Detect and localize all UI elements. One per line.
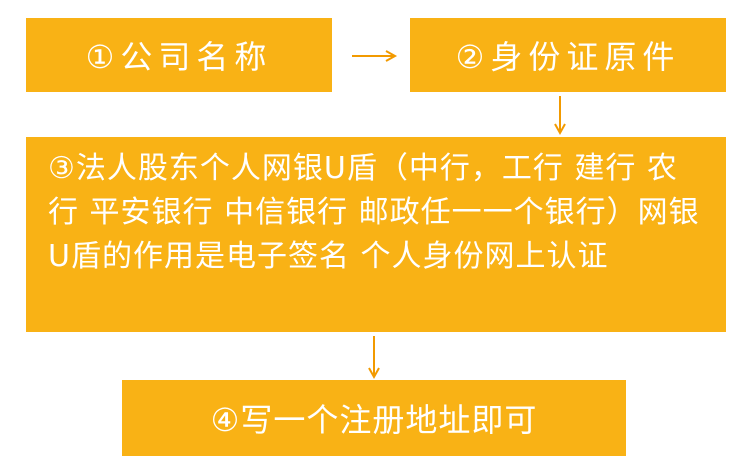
step-2-box: ②身份证原件 bbox=[410, 18, 726, 92]
step-3-box: ③法人股东个人网银U盾（中行，工行 建行 农行 平安银行 中信银行 邮政任一一个… bbox=[26, 137, 726, 332]
step-4-label: ④写一个注册地址即可 bbox=[210, 401, 538, 439]
step-1-label: ①公司名称 bbox=[85, 38, 273, 76]
arrow-step1-to-step2 bbox=[352, 50, 398, 62]
arrow-step2-to-step3 bbox=[554, 96, 566, 136]
step-2-label: ②身份证原件 bbox=[455, 38, 681, 76]
arrow-step3-to-step4 bbox=[368, 336, 380, 380]
step-3-label: ③法人股东个人网银U盾（中行，工行 建行 农行 平安银行 中信银行 邮政任一一个… bbox=[48, 151, 700, 274]
step-1-box: ①公司名称 bbox=[26, 18, 332, 92]
step-4-box: ④写一个注册地址即可 bbox=[122, 380, 626, 456]
